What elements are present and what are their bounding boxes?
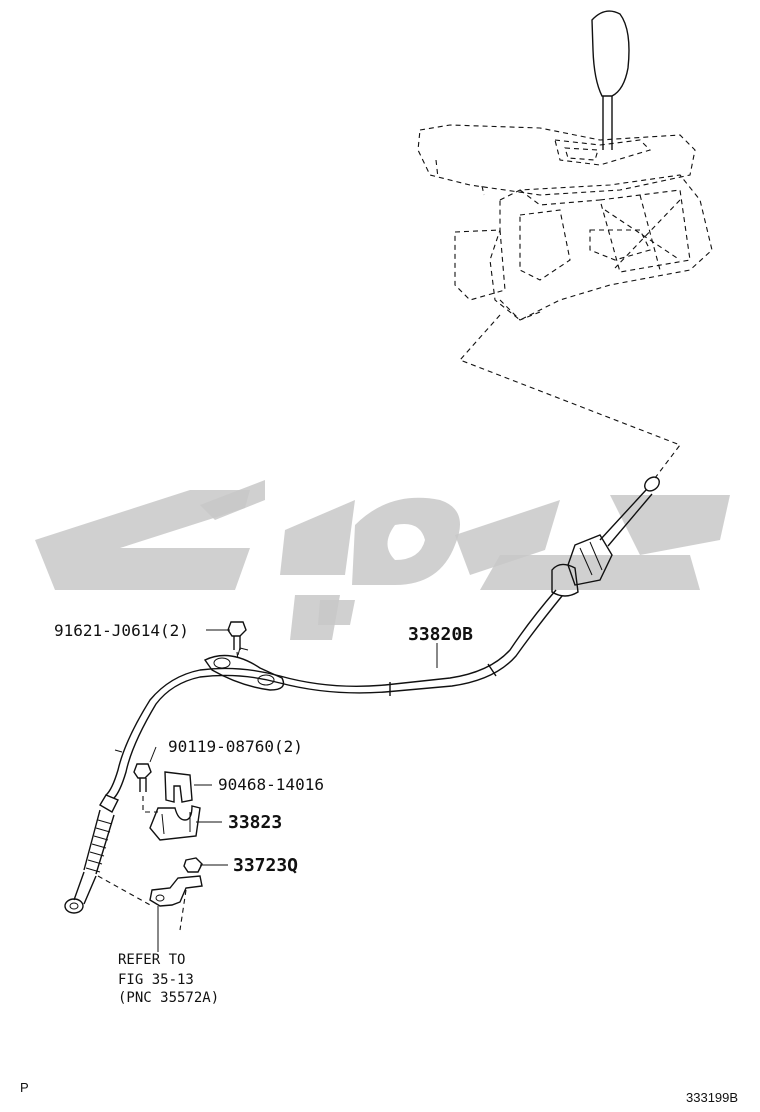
mount-bracket-icon (97, 875, 203, 931)
shift-lever-assembly (417, 10, 713, 321)
reference-line-1: REFER TO (118, 952, 185, 968)
leader-lines (149, 629, 438, 952)
reference-note: REFER TO FIG 35-13 (PNC 35572A) (118, 952, 219, 1006)
reference-line-3: (PNC 35572A) (118, 990, 219, 1006)
reference-line-2: FIG 35-13 (118, 972, 194, 988)
label-nut: 33723Q (233, 855, 298, 876)
nut-icon (183, 857, 203, 873)
footer-figure-id: 333199B (686, 1090, 738, 1105)
clip-icon (164, 771, 193, 803)
cable-assembly (64, 476, 660, 914)
footer-left-code: P (20, 1080, 29, 1095)
label-bolt-small: 90119-08760(2) (168, 737, 303, 756)
bolt-small-icon (133, 763, 158, 813)
label-bracket: 33823 (228, 812, 282, 833)
watermark-logo (35, 480, 730, 640)
bracket-icon (149, 805, 201, 841)
bolt-top-icon (227, 621, 247, 661)
label-bolt-top: 91621-J0614(2) (54, 621, 189, 640)
connection-dash-top (459, 314, 681, 479)
part-labels: 91621-J0614(2) 33820B 90119-08760(2) 904… (54, 621, 473, 876)
label-cable: 33820B (408, 624, 473, 645)
label-clip: 90468-14016 (218, 775, 324, 794)
